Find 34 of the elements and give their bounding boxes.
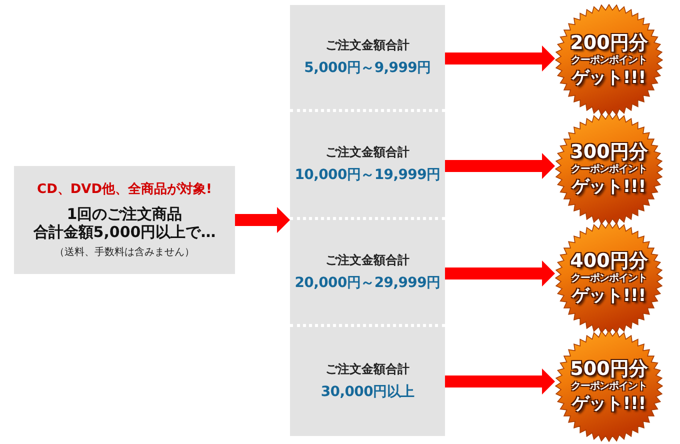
get-text: ゲット!!! (572, 176, 646, 198)
arrow (445, 368, 555, 394)
starburst-badge (555, 330, 663, 442)
get-text: ゲット!!! (572, 66, 646, 88)
starburst-badge (555, 4, 663, 116)
coupon-label: クーポンポイント (571, 272, 647, 284)
get-text: ゲット!!! (572, 392, 646, 414)
coupon-label: クーポンポイント (571, 380, 647, 392)
section-label: ご注文金額合計 (326, 252, 410, 268)
amount-range: 20,000円～29,999円 (294, 274, 440, 292)
condition-panel (14, 166, 235, 274)
arrow (445, 260, 555, 286)
amount-range: 30,000円以上 (320, 383, 414, 402)
arrow (235, 207, 290, 233)
tier-column (290, 5, 445, 436)
section-label: ご注文金額合計 (326, 36, 410, 52)
get-text: ゲット!!! (572, 284, 646, 306)
note-text: （送料、手数料は含みません） (54, 246, 194, 260)
amount-range: 10,000円～19,999円 (294, 166, 440, 185)
section-label: ご注文金額合計 (326, 361, 410, 377)
order-condition-text: 1回のご注文商品合計金額5,000円以上で… (33, 204, 216, 240)
coupon-amount: 500円分 (570, 358, 648, 380)
coupon-amount: 400円分 (570, 250, 648, 272)
coupon-label: クーポンポイント (571, 162, 647, 176)
coupon-label: クーポンポイント (571, 54, 647, 66)
coupon-amount: 200円分 (570, 32, 648, 54)
amount-range: 5,000円～9,999円 (304, 58, 431, 78)
promo-headline: CD、DVD他、全商品が対象! (37, 180, 212, 198)
arrow (445, 153, 555, 179)
arrow (445, 46, 555, 72)
starburst-badge (555, 113, 663, 225)
starburst-badge (555, 222, 663, 334)
section-label: ご注文金額合計 (326, 144, 410, 160)
coupon-amount: 300円分 (570, 140, 648, 162)
